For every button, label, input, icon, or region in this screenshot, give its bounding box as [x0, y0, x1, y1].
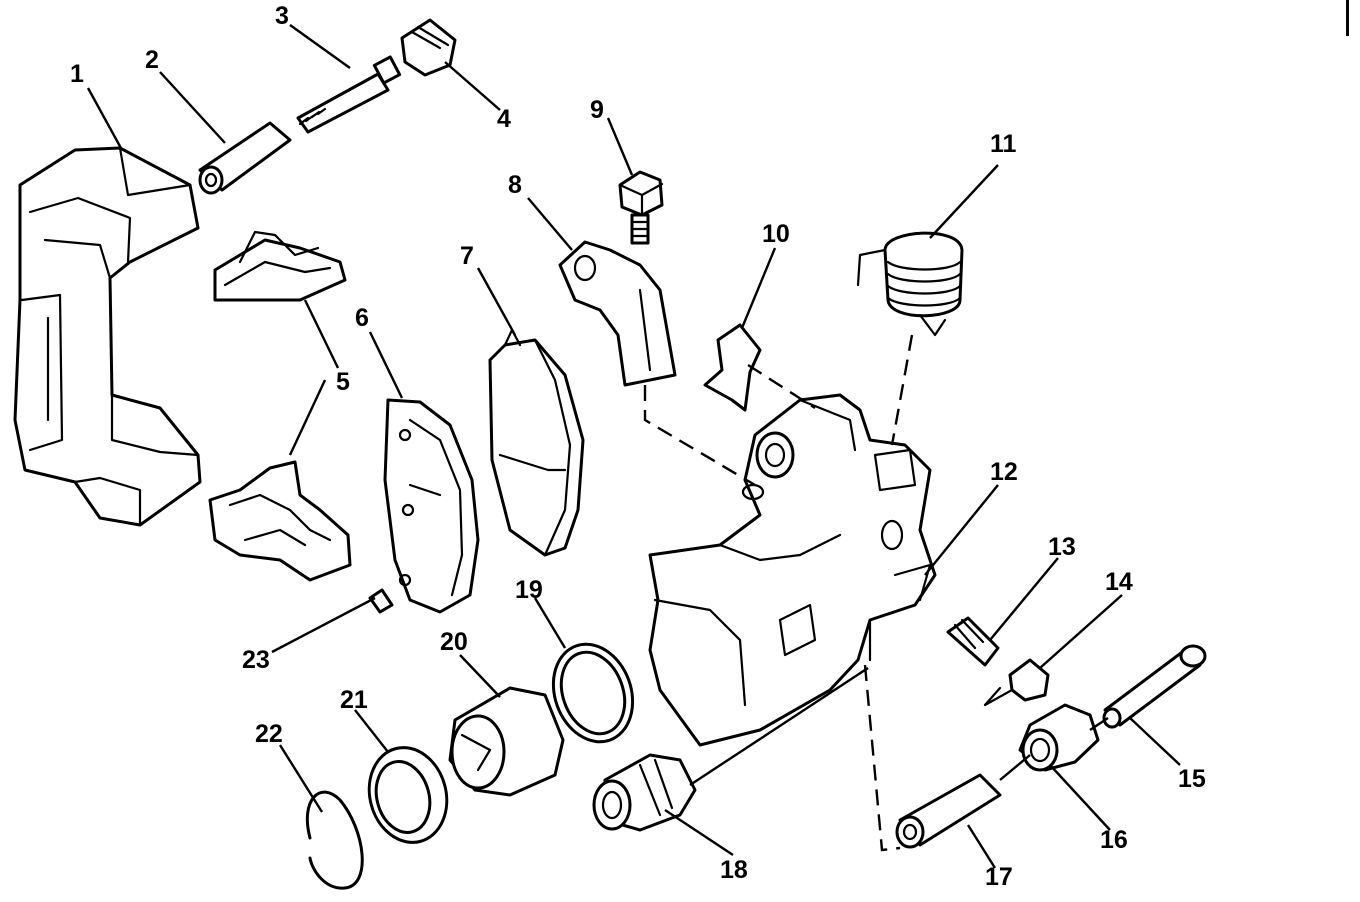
edge-mark: [1346, 0, 1349, 36]
leader-lines: [86, 24, 1181, 869]
callout-15: 15: [1178, 765, 1206, 793]
callout-21: 21: [340, 686, 368, 714]
part-18-piston-boot: [592, 753, 697, 832]
part-14-bleeder-cap: [983, 658, 1050, 707]
callout-8: 8: [508, 171, 522, 199]
part-8-bracket: [558, 240, 677, 387]
part-12-bleeder-bracket: [893, 563, 932, 602]
part-15-guide-pin: [1102, 644, 1207, 729]
part-4-pin-boot: [400, 18, 457, 77]
part-20-piston: [448, 686, 565, 797]
callout-10: 10: [762, 220, 790, 248]
part-5-pad-clips: [208, 230, 352, 582]
callout-numbers: 1 2 3 4 5 6 7 8 9 10 11 12 13 14 15 16 1…: [70, 2, 1206, 891]
callout-20: 20: [440, 628, 468, 656]
callout-17: 17: [985, 863, 1013, 891]
callout-3: 3: [275, 2, 289, 30]
part-16-pin-boot: [1018, 703, 1100, 772]
caliper-housing: [648, 393, 937, 747]
part-23-wear-sensor: [368, 588, 394, 614]
callout-23: 23: [242, 646, 270, 674]
part-9-bolt: [618, 170, 664, 245]
part-19-piston-seal: [551, 642, 635, 744]
callout-12: 12: [990, 458, 1018, 486]
alignment-lines: [643, 334, 1109, 852]
callout-22: 22: [255, 720, 283, 748]
callout-16: 16: [1100, 826, 1128, 854]
callout-9: 9: [590, 96, 604, 124]
callout-6: 6: [355, 304, 369, 332]
callout-14: 14: [1105, 568, 1133, 596]
callout-1: 1: [70, 60, 84, 88]
part-3-guide-pin: [296, 55, 402, 134]
part-1-caliper-bracket: [13, 146, 202, 527]
callout-4: 4: [497, 105, 511, 133]
part-11-coil-spring: [856, 231, 964, 337]
part-6-inner-pad: [383, 398, 480, 614]
callout-7: 7: [460, 242, 474, 270]
callout-11: 11: [990, 130, 1017, 158]
part-21-dust-seal: [367, 746, 449, 844]
part-22-retaining-ring: [305, 790, 364, 890]
callout-2: 2: [145, 46, 159, 74]
callout-18: 18: [720, 856, 748, 884]
callout-5: 5: [336, 368, 350, 396]
callout-13: 13: [1048, 533, 1076, 561]
part-10-spring-clip: [703, 323, 762, 412]
part-7-outer-pad: [488, 328, 585, 557]
part-2-sleeve: [198, 121, 292, 195]
callout-19: 19: [515, 576, 543, 604]
part-17-sleeve: [895, 773, 1002, 849]
part-13-bleeder-screw: [946, 616, 1000, 667]
